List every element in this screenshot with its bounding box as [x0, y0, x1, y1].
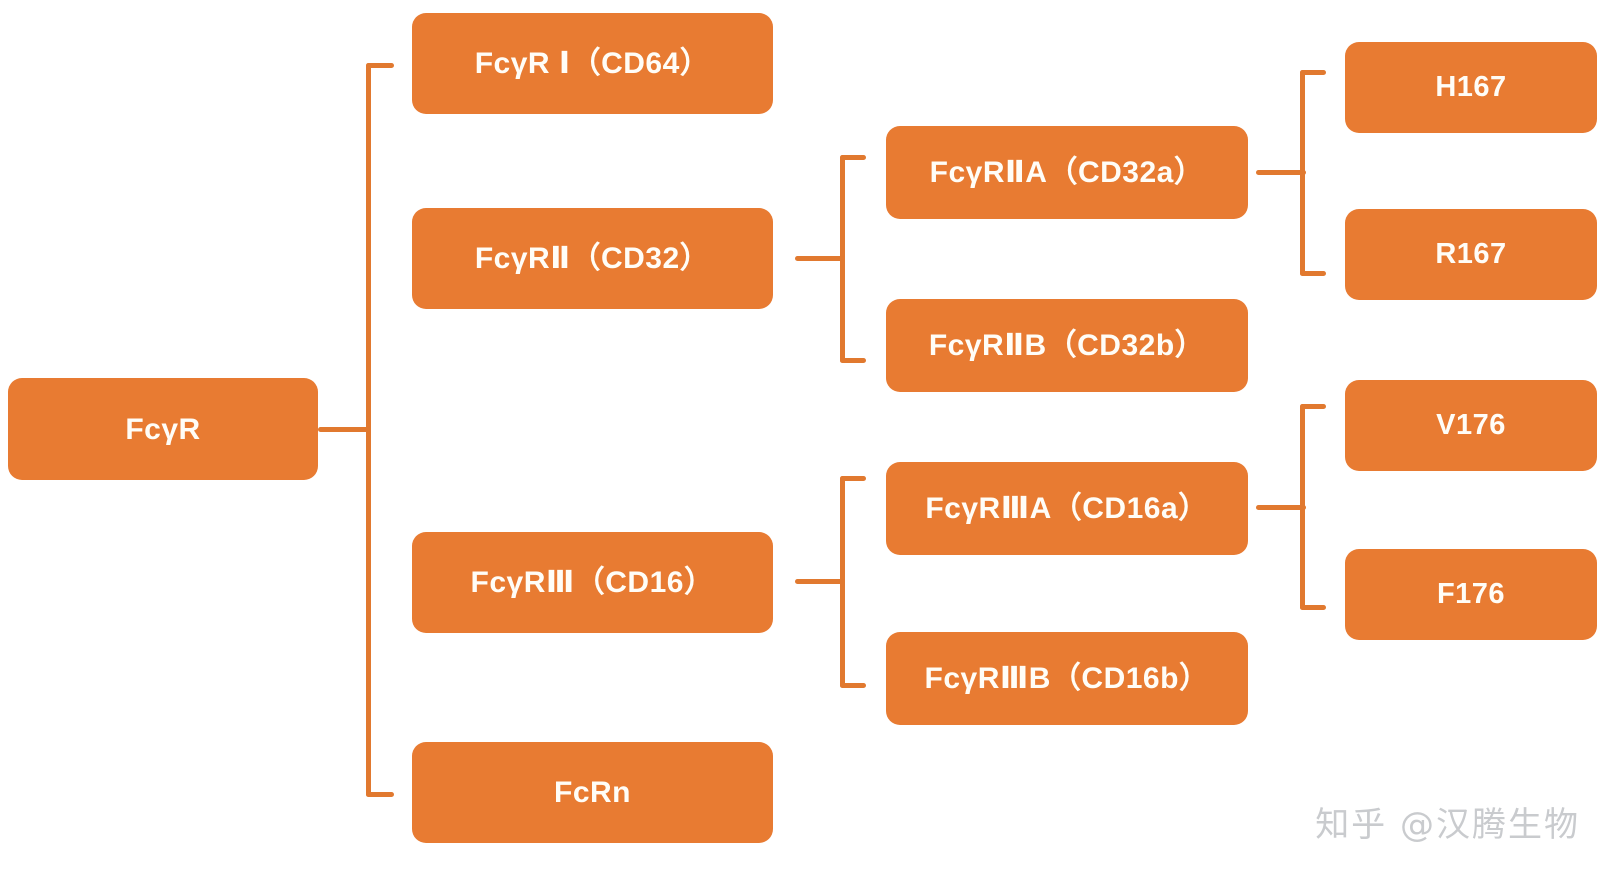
node-fcgr2[interactable]: FcγRⅡ（CD32） [412, 208, 773, 309]
node-fcgr3b[interactable]: FcγRⅢB（CD16b） [886, 632, 1248, 725]
node-fcgr1[interactable]: FcγR Ⅰ（CD64） [412, 13, 773, 114]
bracket-fcgr3-top-arm [840, 476, 866, 481]
connector-fcgr2-stub [795, 256, 845, 261]
node-fcgr2a[interactable]: FcγRⅡA（CD32a） [886, 126, 1248, 219]
bracket-fcgr2a-bottom-arm [1300, 271, 1326, 276]
bracket-fcgr3-bottom-arm [840, 683, 866, 688]
node-f176[interactable]: F176 [1345, 549, 1597, 640]
node-h167[interactable]: H167 [1345, 42, 1597, 133]
bracket-fcgr2a-top-arm [1300, 70, 1326, 75]
zhihu-watermark: 知乎 @汉腾生物 [1315, 805, 1580, 845]
bracket-root-top-arm [366, 63, 394, 68]
node-fcgr-root[interactable]: FcγR [8, 378, 318, 480]
bracket-fcgr2-bottom-arm [840, 358, 866, 363]
node-v176[interactable]: V176 [1345, 380, 1597, 471]
bracket-fcgr2-top-arm [840, 155, 866, 160]
bracket-fcgr3a-bottom-arm [1300, 605, 1326, 610]
connector-fcgr3-stub [795, 579, 845, 584]
node-fcgr3a[interactable]: FcγRⅢA（CD16a） [886, 462, 1248, 555]
node-r167[interactable]: R167 [1345, 209, 1597, 300]
bracket-root-bottom-arm [366, 792, 394, 797]
node-fcgr2b[interactable]: FcγRⅡB（CD32b） [886, 299, 1248, 392]
connector-root-stub [318, 427, 370, 432]
connector-fcgr2a-stub [1256, 170, 1306, 175]
connector-fcgr3a-stub [1256, 505, 1306, 510]
node-fcrn[interactable]: FcRn [412, 742, 773, 843]
node-fcgr3[interactable]: FcγRⅢ（CD16） [412, 532, 773, 633]
bracket-fcgr3a-top-arm [1300, 404, 1326, 409]
